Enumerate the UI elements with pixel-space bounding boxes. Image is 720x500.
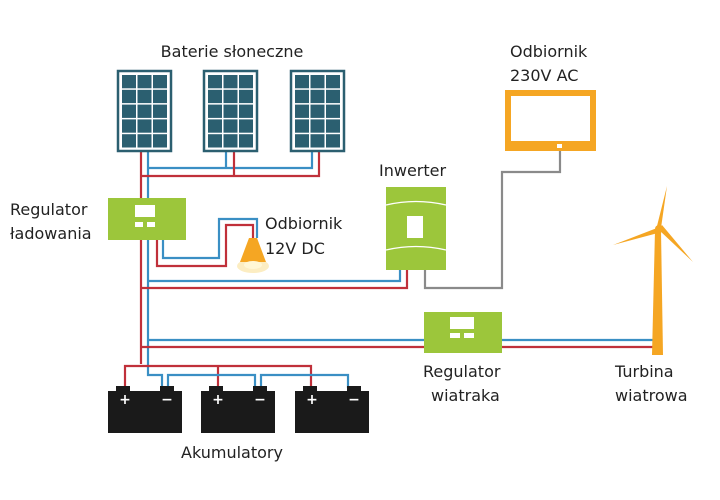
charge-regulator	[108, 198, 186, 240]
battery-negative-bus	[146, 372, 164, 388]
dc-load-label-line2: 12V DC	[265, 239, 325, 258]
wiring	[123, 151, 656, 388]
dc-load-positive-wire	[155, 223, 255, 268]
plus-terminal-label: +	[119, 392, 131, 408]
solar-panels-label: Baterie słoneczne	[161, 42, 304, 61]
dc-load-negative-wire	[161, 217, 259, 260]
inverter-label: Inwerter	[379, 161, 446, 180]
wind-regulator-label-line1: Regulator	[423, 362, 501, 381]
minus-terminal-label: −	[161, 392, 173, 408]
batteries-label: Akumulatory	[181, 443, 283, 462]
dc-load-label-line1: Odbiornik	[265, 214, 343, 233]
battery-link-1	[166, 373, 257, 388]
ac-load-tablet-icon	[505, 90, 596, 151]
plus-terminal-label: +	[212, 392, 224, 408]
plus-terminal-label: +	[306, 392, 318, 408]
charge-regulator-label-line2: ładowania	[10, 224, 92, 243]
battery-icon: +−	[108, 386, 182, 433]
inverter-positive-wire	[141, 270, 409, 290]
panel-positive-bus	[141, 151, 321, 178]
battery-icon: +−	[201, 386, 275, 433]
solar-panel-icon	[202, 69, 259, 153]
batteries: +−+−+−	[108, 386, 369, 433]
solar-panels	[116, 69, 346, 153]
inverter-negative-wire	[148, 270, 402, 283]
ac-load-label-line1: Odbiornik	[510, 42, 588, 61]
solar-panel-icon	[116, 69, 173, 153]
wind-turbine-icon	[613, 186, 693, 355]
ac-wire	[423, 151, 562, 290]
wind-regulator	[424, 312, 502, 353]
panel-negative-bus	[148, 151, 314, 170]
ac-load-label-line2: 230V AC	[510, 66, 578, 85]
charge-regulator-label-line1: Regulator	[10, 200, 88, 219]
inverter	[385, 187, 447, 270]
minus-terminal-label: −	[254, 392, 266, 408]
minus-terminal-label: −	[348, 392, 360, 408]
turbine-label-line1: Turbina	[614, 362, 674, 381]
battery-icon: +−	[295, 386, 369, 433]
dc-bulb-icon	[237, 238, 269, 273]
battery-link-2	[259, 373, 350, 388]
solar-panel-icon	[289, 69, 346, 153]
wind-regulator-label-line2: wiatraka	[431, 386, 500, 405]
turbine-label-line2: wiatrowa	[615, 386, 688, 405]
